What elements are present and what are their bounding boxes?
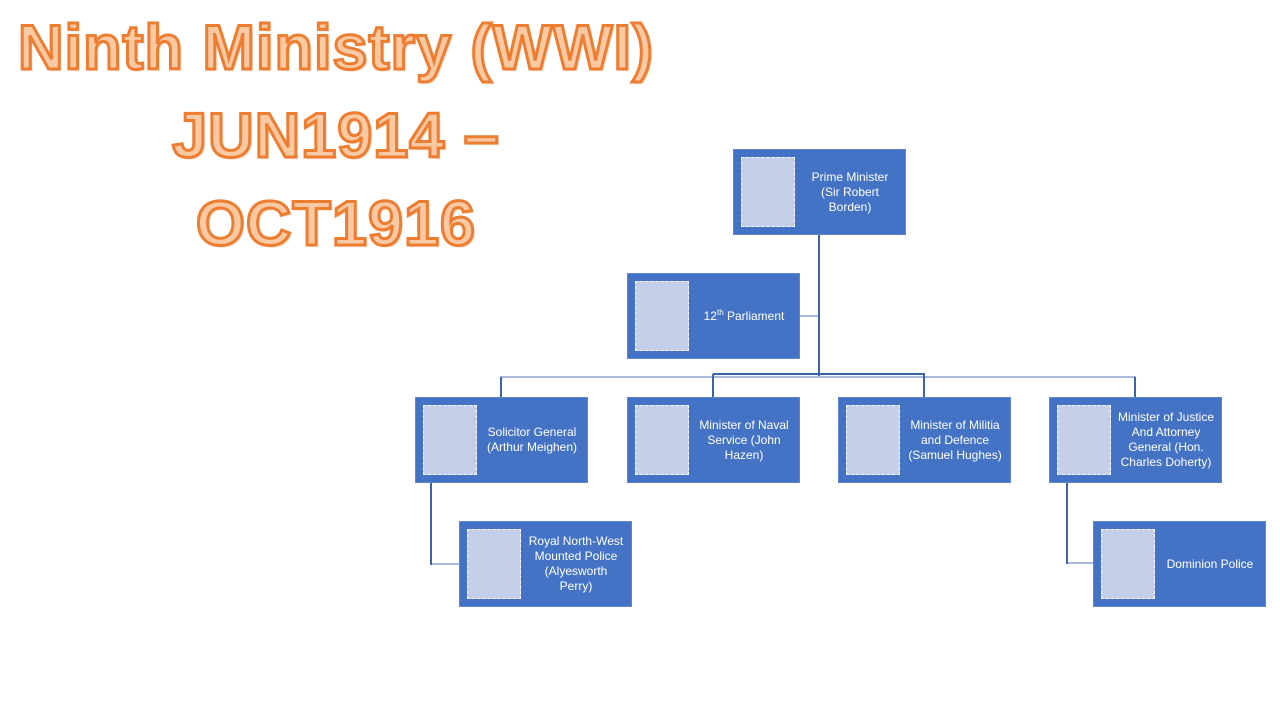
connector-pm-drop	[818, 235, 820, 377]
connector-rnwmp-vertical	[430, 483, 432, 565]
node-minister-naval-service: Minister of Naval Service (John Hazen)	[627, 397, 800, 483]
picture-placeholder	[423, 405, 477, 475]
title-line-1: Ninth Ministry (WWI)	[17, 12, 655, 85]
title-line-2: JUN1914 –	[171, 100, 501, 173]
node-minister-militia-defence: Minister of Militia and Defence (Samuel …	[838, 397, 1011, 483]
connector-drop-militia	[923, 374, 925, 397]
node-solicitor-general: Solicitor General (Arthur Meighen)	[415, 397, 588, 483]
connector-dominion-vertical	[1066, 483, 1068, 564]
connector-rnwmp-horizontal	[432, 563, 459, 565]
connector-children-rail-mid	[713, 373, 925, 375]
connector-drop-solicitor	[500, 377, 502, 397]
node-label-prime-minister: Prime Minister (Sir Robert Borden)	[811, 169, 889, 214]
connector-parliament-stub	[800, 315, 818, 317]
node-label-parliament: 12th Parliament	[703, 307, 785, 323]
picture-placeholder	[741, 157, 795, 227]
connector-drop-naval	[712, 374, 714, 397]
node-label-dominion-police: Dominion Police	[1166, 556, 1254, 571]
picture-placeholder	[635, 281, 689, 351]
node-label-royal-north-west-mounted-police: Royal North-West Mounted Police (Alyeswo…	[528, 534, 624, 593]
node-label-minister-militia-defence: Minister of Militia and Defence (Samuel …	[908, 417, 1002, 462]
connector-drop-justice	[1134, 377, 1136, 397]
connector-children-rail	[500, 376, 1136, 378]
node-label-minister-naval-service: Minister of Naval Service (John Hazen)	[699, 417, 789, 462]
picture-placeholder	[1057, 405, 1111, 475]
picture-placeholder	[846, 405, 900, 475]
title-line-3: OCT1916	[194, 188, 477, 261]
node-label-minister-justice: Minister of Justice And Attorney General…	[1117, 410, 1215, 469]
picture-placeholder	[635, 405, 689, 475]
picture-placeholder	[467, 529, 521, 599]
node-minister-justice: Minister of Justice And Attorney General…	[1049, 397, 1222, 483]
node-royal-north-west-mounted-police: Royal North-West Mounted Police (Alyeswo…	[459, 521, 632, 607]
slide-title: Ninth Ministry (WWI) JUN1914 – OCT1916	[0, 4, 672, 268]
node-parliament: 12th Parliament	[627, 273, 800, 359]
node-prime-minister: Prime Minister (Sir Robert Borden)	[733, 149, 906, 235]
connector-dominion-horizontal	[1068, 562, 1093, 564]
picture-placeholder	[1101, 529, 1155, 599]
node-dominion-police: Dominion Police	[1093, 521, 1266, 607]
node-label-solicitor-general: Solicitor General (Arthur Meighen)	[486, 425, 578, 454]
